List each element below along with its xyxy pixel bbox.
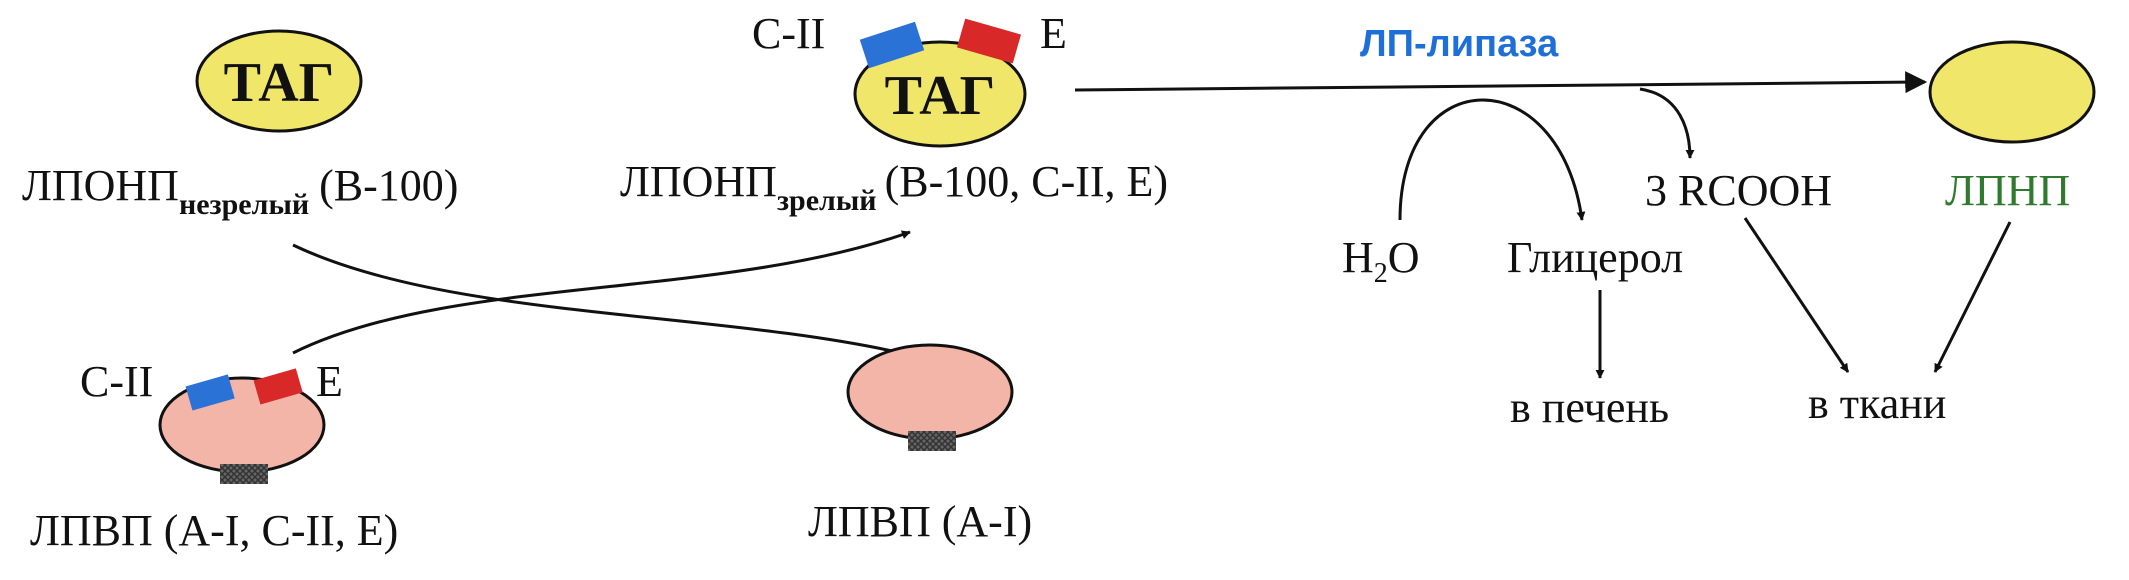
apo-e-block (956, 18, 1022, 64)
vldl-immature-apo: (B-100) (319, 161, 458, 210)
hdl-donor-c2-label: C-II (80, 357, 153, 406)
hdl-donor-label: ЛПВП (A-I, C-II, E) (30, 506, 398, 555)
vldl-immature-label: ЛПОНПнезрелый (B-100) (22, 161, 458, 221)
hdl-donor-apo-c2-block (185, 374, 235, 411)
vldl-mature-subscript: зрелый (777, 184, 877, 217)
vldl-mature-label: ЛПОНПзрелый(B-100, C-II, E) (620, 157, 1168, 217)
vldl-mature-apo: (B-100, C-II, E) (885, 157, 1169, 206)
fatty-acids-label: 3 RCOOH (1645, 166, 1832, 215)
vldl-immature-name: ЛПОНП (22, 161, 179, 210)
ldl-particle (1928, 40, 2096, 144)
water-input-arc (1398, 98, 1586, 221)
vldl-mature-core-label: ТАГ (885, 65, 996, 127)
hdl-donor-e-label: E (316, 357, 343, 406)
hdl-acceptor-apo-a1-block (908, 431, 956, 451)
to-tissues-label: в ткани (1808, 379, 1946, 428)
hdl-acceptor-particle (846, 343, 1014, 441)
ldl-to-tissues-arrow (1933, 221, 2012, 373)
water-o: O (1388, 233, 1420, 282)
hdl-to-vldl-arrow (292, 230, 911, 355)
water-h: H (1342, 233, 1374, 282)
fatty-acids-to-tissues-arrow (1743, 217, 1850, 373)
enzyme-label: ЛП-липаза (1360, 23, 1559, 65)
glycerol-label: Глицерол (1507, 233, 1683, 282)
ldl-label: ЛПНП (1945, 166, 2070, 215)
apo-e-label: E (1040, 9, 1067, 58)
vldl-immature-core-label: ТАГ (224, 52, 335, 114)
apo-c2-block (859, 21, 925, 69)
water-label: H2O (1342, 233, 1420, 289)
vldl-immature-particle (195, 29, 363, 133)
lipase-main-arrow (1074, 71, 1928, 94)
vldl-immature-subscript: незрелый (179, 188, 309, 221)
vldl-to-hdl-arrow (292, 243, 911, 358)
to-liver-label: в печень (1510, 383, 1669, 432)
hdl-acceptor-label: ЛПВП (A-I) (808, 497, 1032, 546)
hdl-donor-apo-a1-block (220, 464, 268, 484)
apo-c2-label: C-II (752, 9, 825, 58)
vldl-mature-name: ЛПОНП (620, 157, 777, 206)
water-subscript: 2 (1374, 258, 1388, 289)
vldl-mature-particle (853, 40, 1027, 148)
hdl-donor-apo-e-block (253, 368, 303, 405)
fatty-acid-branch-arrow (1639, 87, 1695, 159)
